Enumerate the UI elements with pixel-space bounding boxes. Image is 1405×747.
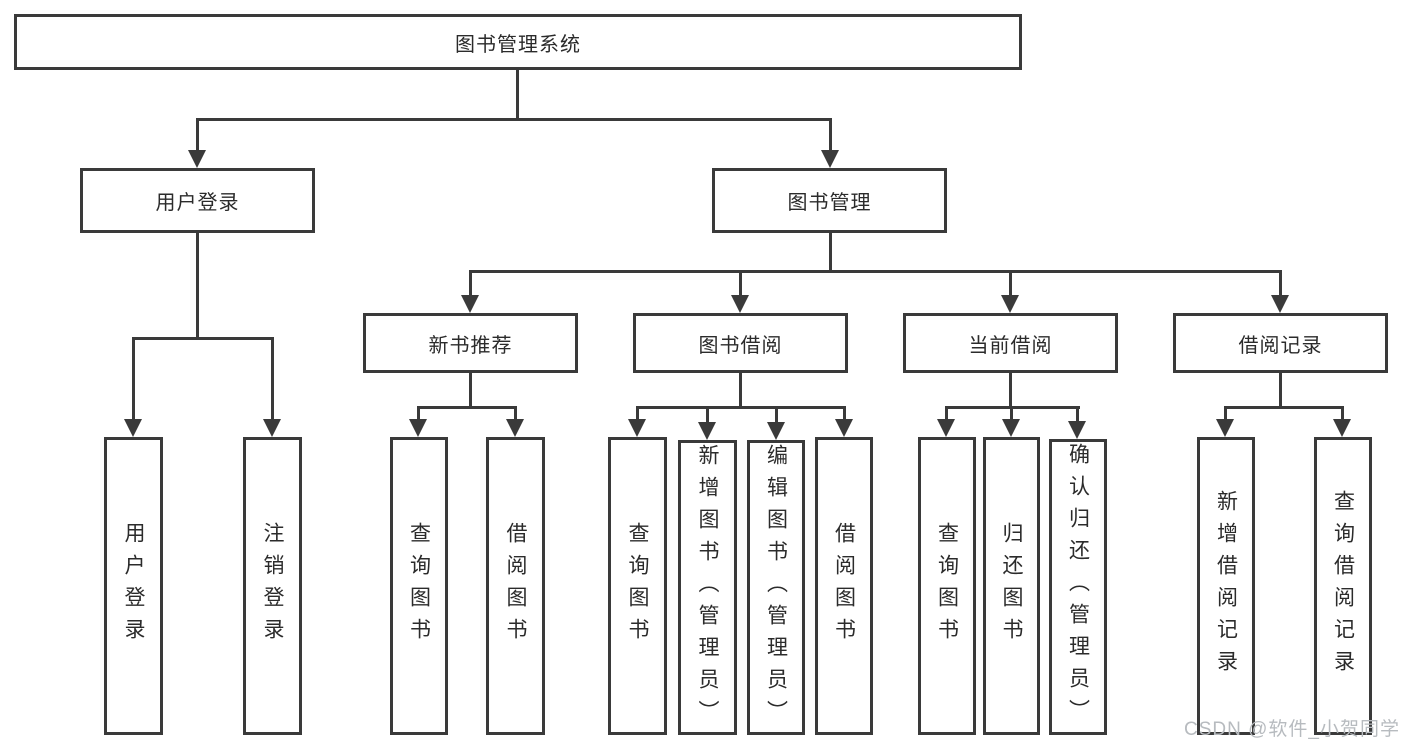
- arrow-down-icon: [1333, 419, 1351, 437]
- node-user-login: 用户登录: [80, 168, 315, 233]
- connector-mgmt-stem: [829, 118, 832, 162]
- node-user-login-label: 用户登录: [155, 192, 240, 214]
- connector-newbooks-down: [469, 373, 472, 409]
- arrow-down-icon: [124, 419, 142, 437]
- leaf-bw-query-books-label: 查询图书: [626, 522, 649, 650]
- node-book-management: 图书管理: [712, 168, 947, 233]
- connector-records-bar: [1224, 406, 1344, 409]
- connector-mgmt-bar: [469, 270, 1282, 273]
- leaf-cur-query-books: 查询图书: [918, 437, 976, 735]
- arrow-down-icon: [731, 295, 749, 313]
- connector-leaf-stem: [1341, 406, 1344, 426]
- connector-leaf-stem: [945, 406, 948, 426]
- connector-module-stem: [1009, 270, 1012, 302]
- arrow-down-icon: [409, 419, 427, 437]
- connector-borrowing-down: [739, 373, 742, 409]
- connector-root-bar: [196, 118, 832, 121]
- node-book-management-label: 图书管理: [787, 192, 872, 214]
- connector-current-down: [1009, 373, 1012, 409]
- leaf-rec-add-record-label: 新增借阅记录: [1214, 490, 1238, 682]
- leaf-cur-return-books-label: 归还图书: [1000, 522, 1023, 650]
- arrow-down-icon: [506, 419, 524, 437]
- connector-leaf-stem: [775, 406, 778, 428]
- connector-module-stem: [739, 270, 742, 302]
- connector-login-bar: [132, 337, 274, 340]
- leaf-cur-confirm-return: 确认归还（管理员）: [1049, 439, 1107, 735]
- leaf-nb-query-books: 查询图书: [390, 437, 448, 735]
- node-root: 图书管理系统: [14, 14, 1022, 70]
- connector-leaf-stem: [1010, 406, 1013, 426]
- arrow-down-icon: [188, 150, 206, 168]
- leaf-cur-confirm-return-label: 确认归还（管理员）: [1066, 443, 1090, 731]
- leaf-bw-query-books: 查询图书: [608, 437, 667, 735]
- node-borrowing-records: 借阅记录: [1173, 313, 1388, 373]
- connector-leaf-stem: [271, 337, 274, 425]
- leaf-bw-add-books-label: 新增图书（管理员）: [696, 443, 719, 732]
- connector-leaf-stem: [1076, 406, 1079, 428]
- connector-leaf-stem: [706, 406, 709, 428]
- arrow-down-icon: [1002, 419, 1020, 437]
- arrow-down-icon: [1216, 419, 1234, 437]
- connector-leaf-stem: [514, 406, 517, 426]
- leaf-nb-borrow-books: 借阅图书: [486, 437, 545, 735]
- csdn-watermark: CSDN @软件_小贺同学: [1184, 719, 1400, 740]
- connector-module-stem: [469, 270, 472, 302]
- leaf-rec-add-record: 新增借阅记录: [1197, 437, 1255, 735]
- arrow-down-icon: [1001, 295, 1019, 313]
- arrow-down-icon: [937, 419, 955, 437]
- arrow-down-icon: [767, 422, 785, 440]
- connector-login-down: [196, 233, 199, 340]
- arrow-down-icon: [628, 419, 646, 437]
- arrow-down-icon: [461, 295, 479, 313]
- leaf-rec-query-record: 查询借阅记录: [1314, 437, 1372, 735]
- node-current-borrowing-label: 当前借阅: [968, 334, 1053, 357]
- leaf-user-login: 用户登录: [104, 437, 163, 735]
- connector-newbooks-bar: [417, 406, 517, 409]
- connector-leaf-stem: [132, 337, 135, 425]
- node-current-borrowing: 当前借阅: [903, 313, 1118, 373]
- node-book-borrowing: 图书借阅: [633, 313, 848, 373]
- connector-module-stem: [1279, 270, 1282, 302]
- arrow-down-icon: [1271, 295, 1289, 313]
- node-new-book-recommend-label: 新书推荐: [428, 334, 513, 357]
- connector-borrowing-bar: [636, 406, 845, 409]
- connector-leaf-stem: [417, 406, 420, 426]
- leaf-bw-edit-books-label: 编辑图书（管理员）: [764, 443, 788, 732]
- connector-leaf-stem: [636, 406, 639, 426]
- leaf-nb-query-books-label: 查询图书: [407, 522, 431, 650]
- connector-leaf-stem: [843, 406, 846, 426]
- leaf-bw-borrow-books: 借阅图书: [815, 437, 873, 735]
- arrow-down-icon: [821, 150, 839, 168]
- leaf-logout: 注销登录: [243, 437, 302, 735]
- leaf-nb-borrow-books-label: 借阅图书: [504, 522, 527, 650]
- leaf-bw-edit-books: 编辑图书（管理员）: [747, 440, 805, 735]
- connector-root-stem: [516, 70, 519, 121]
- leaf-cur-return-books: 归还图书: [983, 437, 1040, 735]
- leaf-bw-add-books: 新增图书（管理员）: [678, 440, 737, 735]
- node-new-book-recommend: 新书推荐: [363, 313, 578, 373]
- leaf-bw-borrow-books-label: 借阅图书: [832, 522, 856, 650]
- leaf-user-login-label: 用户登录: [122, 522, 145, 650]
- arrow-down-icon: [698, 422, 716, 440]
- node-root-label: 图书管理系统: [455, 33, 581, 56]
- leaf-rec-query-record-label: 查询借阅记录: [1331, 490, 1355, 682]
- arrow-down-icon: [263, 419, 281, 437]
- arrow-down-icon: [1068, 421, 1086, 439]
- connector-records-down: [1279, 373, 1282, 409]
- leaf-cur-query-books-label: 查询图书: [935, 522, 959, 650]
- node-book-borrowing-label: 图书借阅: [698, 334, 783, 357]
- connector-login-stem: [196, 118, 199, 162]
- arrow-down-icon: [835, 419, 853, 437]
- connector-leaf-stem: [1224, 406, 1227, 426]
- leaf-logout-label: 注销登录: [261, 522, 284, 650]
- connector-mgmt-down: [829, 233, 832, 273]
- node-borrowing-records-label: 借阅记录: [1238, 334, 1323, 357]
